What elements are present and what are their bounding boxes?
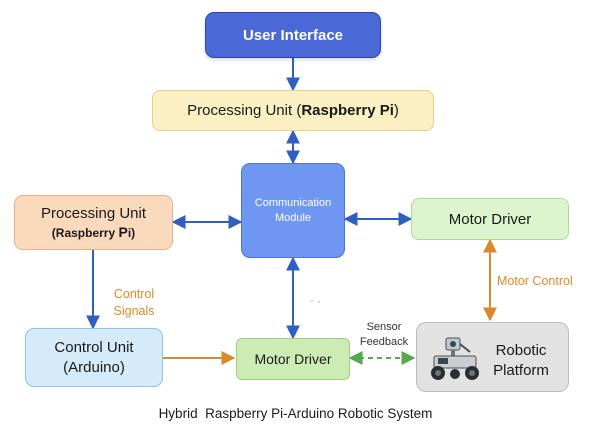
user-interface-box: User Interface (205, 12, 381, 58)
speckle-dot (311, 300, 313, 302)
control-unit-box: Control Unit (Arduino) (25, 328, 163, 387)
diagram-caption: Hybrid Raspberry Pi-Arduino Robotic Syst… (158, 406, 433, 421)
processing-unit-left-close: i) (127, 225, 136, 240)
processing-unit-top-box: Processing Unit (Raspberry Pi) (152, 90, 434, 131)
processing-unit-left-bold: P (118, 223, 128, 240)
robotic-platform-label: Robotic Platform (486, 341, 556, 381)
control-signals-label: Control Signals (106, 286, 162, 320)
robot-icon (431, 337, 479, 380)
processing-unit-left-line2: (Raspberry Pi) (52, 223, 135, 242)
sensor-feedback-line2: Feedback (359, 336, 409, 348)
control-unit-line1: Control Unit (54, 338, 134, 356)
robotic-platform-line1: Robotic (495, 342, 547, 359)
sensor-feedback-label: Sensor Feedback (355, 320, 413, 350)
processing-unit-top-text: Processing Unit ( (187, 102, 302, 119)
motor-driver-right-label: Motor Driver (448, 210, 532, 228)
communication-module-line1: Communication (254, 196, 332, 209)
control-signals-line2: Signals (113, 304, 155, 318)
motor-control-label: Motor Control (497, 274, 573, 288)
processing-unit-top-close: ) (393, 102, 399, 119)
sensor-feedback-line1: Sensor (366, 321, 402, 333)
speckle-dot (318, 301, 320, 303)
processing-unit-top-bold: Raspberry Pi (301, 102, 394, 119)
motor-driver-right-box: Motor Driver (411, 198, 569, 240)
processing-unit-left-box: Processing Unit (Raspberry Pi) (14, 195, 173, 250)
robotic-platform-line2: Platform (493, 362, 549, 379)
communication-module-line2: Module (274, 211, 312, 224)
processing-unit-left-line1: Processing Unit (40, 204, 147, 222)
motor-driver-bottom-label: Motor Driver (254, 351, 332, 367)
motor-driver-bottom-box: Motor Driver (236, 338, 350, 380)
control-signals-line1: Control (113, 287, 155, 301)
control-unit-line2: (Arduino) (63, 358, 125, 376)
user-interface-label: User Interface (242, 26, 344, 44)
communication-module-box: Communication Module (241, 163, 345, 258)
processing-unit-left-open: (Raspberry (51, 225, 119, 240)
